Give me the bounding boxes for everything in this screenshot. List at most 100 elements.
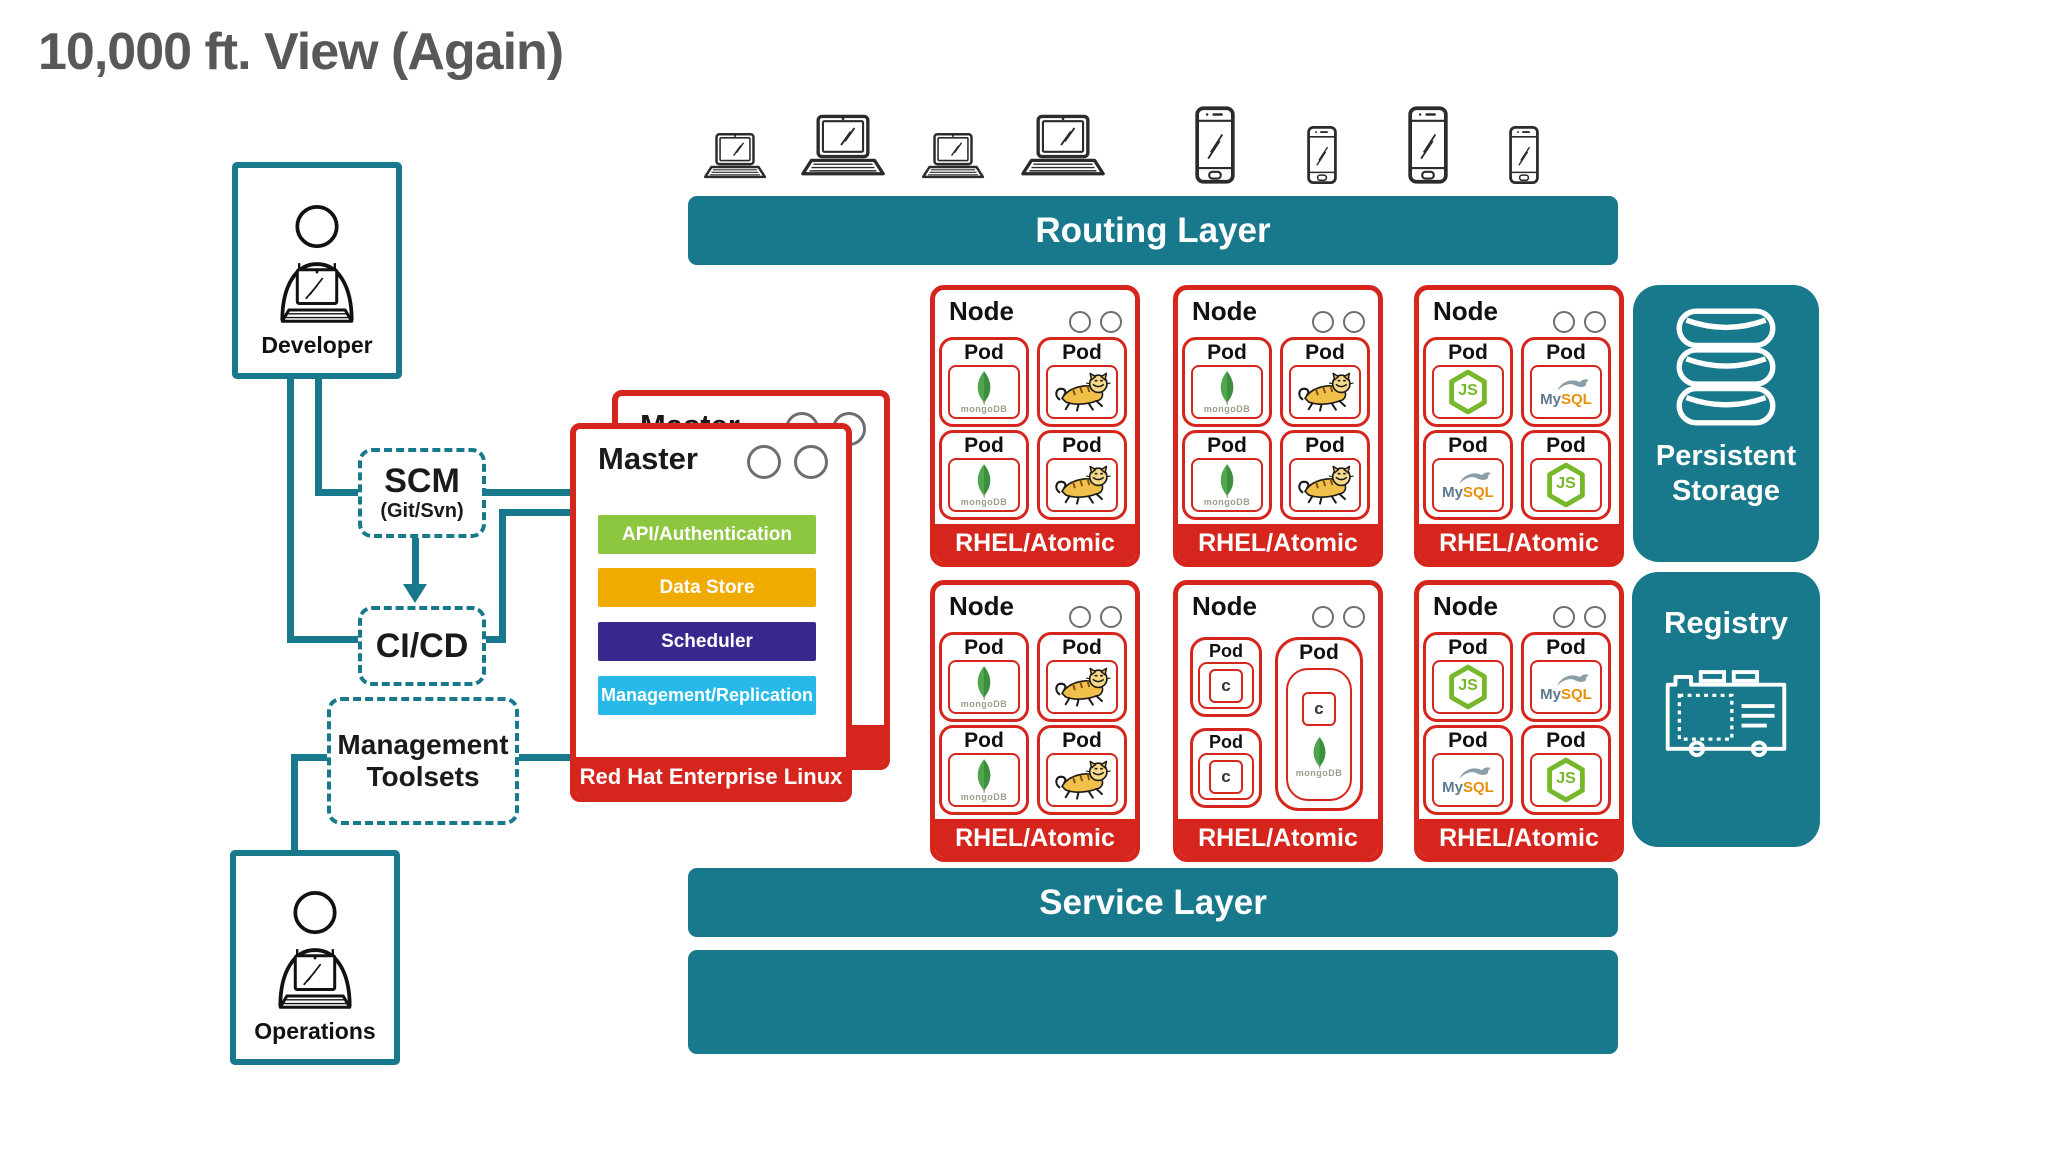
registry-panel: Registry: [1632, 572, 1820, 847]
service-layer-label: Service Layer: [1039, 882, 1267, 922]
laptop-icon: [921, 129, 985, 185]
nodejs-icon: JS: [1530, 753, 1602, 807]
database-icon: [1672, 307, 1780, 427]
operations-box: Operations: [230, 850, 400, 1065]
management-replication-bar: Management/Replication: [598, 676, 816, 715]
node-box: Node Pod mongoDB Pod Pod mongoDB Pod: [1173, 285, 1383, 567]
node-os-label: RHEL/Atomic: [935, 524, 1135, 562]
routing-layer-bar: Routing Layer: [688, 196, 1618, 265]
pod: Pod c: [1190, 728, 1262, 808]
node-box: Node Pod mongoDB Pod Pod mongoDB Pod: [930, 285, 1140, 567]
routing-layer-label: Routing Layer: [1035, 210, 1271, 250]
pod: Pod: [1280, 430, 1370, 520]
mysql-icon: MySQL: [1530, 365, 1602, 419]
pod: Pod JS: [1521, 430, 1611, 520]
pod: Pod: [1280, 337, 1370, 427]
nodejs-icon: JS: [1432, 365, 1504, 419]
pod: Pod mongoDB: [939, 632, 1029, 722]
cicd-box: CI/CD: [358, 606, 486, 686]
connector-cicd-master-v: [499, 512, 506, 643]
service-layer-bar: Service Layer: [688, 868, 1618, 937]
status-circles: [1312, 311, 1365, 333]
pod: Pod mongoDB: [939, 430, 1029, 520]
mysql-icon: MySQL: [1432, 753, 1504, 807]
person-laptop-icon: [267, 890, 363, 1012]
connector-cicd-master-h1: [478, 636, 506, 643]
node-label: Node: [1433, 591, 1498, 621]
tomcat-icon: [1289, 458, 1361, 512]
connector-developer-cicd-h: [287, 636, 361, 643]
scm-subtitle: (Git/Svn): [380, 499, 464, 522]
node-os-label: RHEL/Atomic: [935, 819, 1135, 857]
persistent-storage-panel: Persistent Storage: [1633, 285, 1819, 562]
tomcat-icon: [1046, 458, 1118, 512]
node-os-label: RHEL/Atomic: [1419, 524, 1619, 562]
node-box: Node Pod JS Pod MySQL Pod MySQL Pod: [1414, 580, 1624, 862]
mysql-icon: MySQL: [1432, 458, 1504, 512]
persistent-storage-label: Persistent Storage: [1655, 440, 1797, 507]
node-os-label: RHEL/Atomic: [1178, 819, 1378, 857]
management-toolsets-label: Management Toolsets: [337, 728, 509, 792]
pod: Pod MySQL: [1521, 337, 1611, 427]
container-registry-icon: [1658, 659, 1794, 759]
node-box: Node Pod JS Pod MySQL Pod MySQL Pod: [1414, 285, 1624, 567]
pod: Pod MySQL: [1423, 430, 1513, 520]
connector-scm-master: [478, 489, 573, 496]
api-authentication-bar: API/Authentication: [598, 515, 816, 554]
laptop-icon: [1020, 109, 1106, 185]
mongodb-icon: mongoDB: [948, 458, 1020, 512]
mongodb-icon: mongoDB: [1191, 365, 1263, 419]
scm-title: SCM: [384, 461, 460, 500]
status-circles: [1553, 606, 1606, 628]
developer-label: Developer: [261, 332, 373, 358]
tomcat-icon: [1046, 660, 1118, 714]
connector-toolsets-operations-h: [291, 754, 329, 761]
pod: Pod: [1037, 725, 1127, 815]
pod: Pod c mongoDB: [1275, 637, 1363, 811]
operations-label: Operations: [254, 1018, 376, 1044]
laptop-icon: [703, 129, 767, 185]
master-card: Master API/Authentication Data Store Sch…: [570, 423, 852, 802]
pod: Pod JS: [1423, 632, 1513, 722]
pod: Pod mongoDB: [939, 337, 1029, 427]
status-circles: [1069, 606, 1122, 628]
data-store-bar: Data Store: [598, 568, 816, 607]
management-toolsets-box: Management Toolsets: [327, 697, 519, 825]
master-title: Master: [598, 441, 698, 476]
node-box: Node Pod mongoDB Pod Pod mongoDB Pod: [930, 580, 1140, 862]
node-os-label: RHEL/Atomic: [1178, 524, 1378, 562]
laptop-icon: [800, 109, 886, 185]
page-title: 10,000 ft. View (Again): [38, 23, 564, 81]
scm-box: SCM (Git/Svn): [358, 448, 486, 538]
pod: Pod MySQL: [1521, 632, 1611, 722]
node-label: Node: [949, 296, 1014, 326]
master-footer: Red Hat Enterprise Linux: [576, 757, 846, 796]
connector-cicd-master-h2: [499, 509, 573, 516]
pod: Pod mongoDB: [1182, 337, 1272, 427]
connector-developer-cicd-v: [287, 367, 294, 643]
tomcat-icon: [1046, 365, 1118, 419]
tomcat-icon: [1046, 753, 1118, 807]
node-label: Node: [1192, 296, 1257, 326]
pod: Pod: [1037, 632, 1127, 722]
arrow-down-icon: [403, 584, 427, 603]
node-label: Node: [1433, 296, 1498, 326]
pod: Pod c: [1190, 637, 1262, 717]
mongodb-icon: mongoDB: [948, 660, 1020, 714]
mongodb-icon: mongoDB: [1191, 458, 1263, 512]
pod: Pod mongoDB: [1182, 430, 1272, 520]
node-label: Node: [949, 591, 1014, 621]
status-circles: [747, 445, 828, 479]
pod: Pod: [1037, 430, 1127, 520]
smartphone-icon: [1508, 125, 1540, 185]
cicd-label: CI/CD: [375, 627, 469, 665]
nodejs-icon: JS: [1432, 660, 1504, 714]
mysql-icon: MySQL: [1530, 660, 1602, 714]
connector-scm-cicd-arrow-stem: [412, 531, 419, 586]
pod: Pod MySQL: [1423, 725, 1513, 815]
infrastructure-bar: [688, 950, 1618, 1054]
pod: Pod JS: [1423, 337, 1513, 427]
node-box: Node Pod c Pod c Pod c mongoDB RHEL/At: [1173, 580, 1383, 862]
smartphone-icon: [1407, 105, 1449, 185]
